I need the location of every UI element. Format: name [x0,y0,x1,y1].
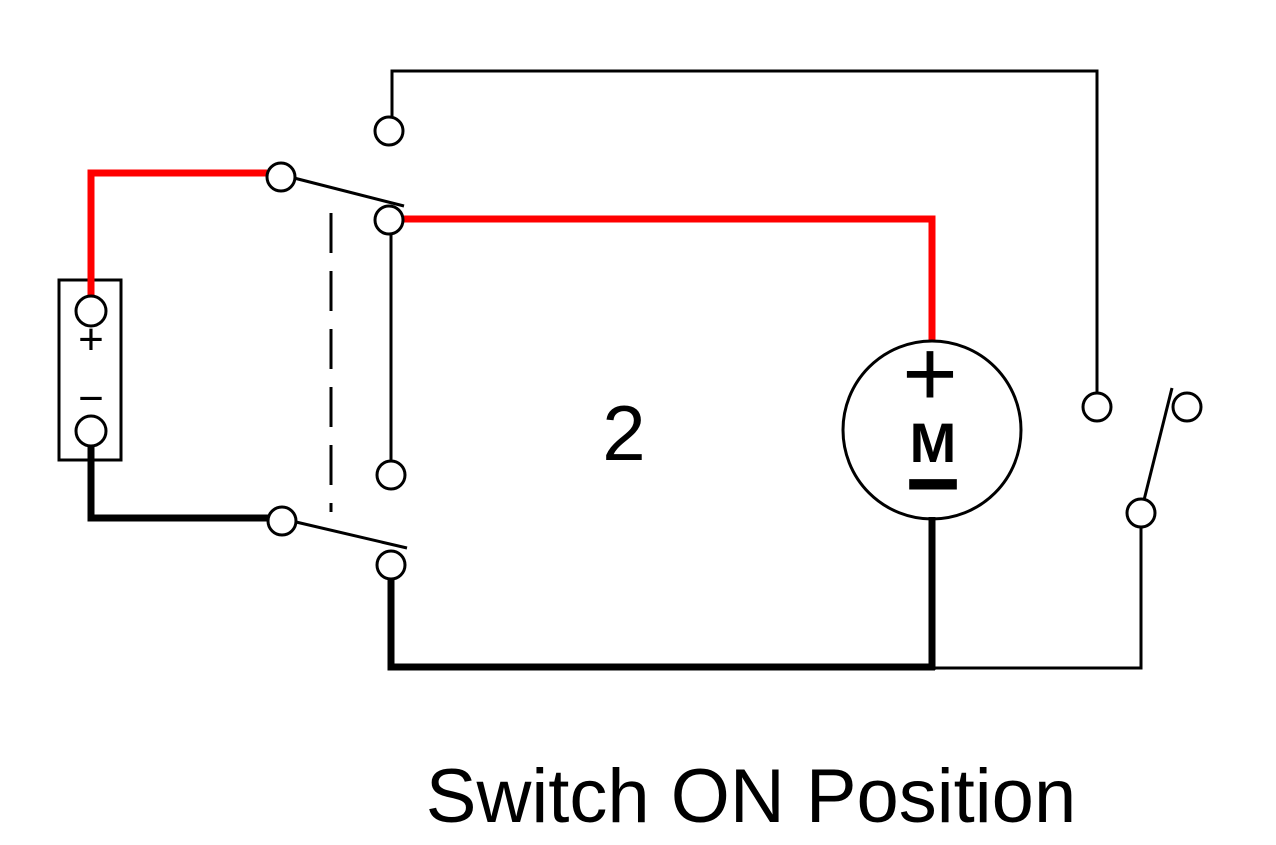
battery-negative-label: − [78,374,104,423]
right-switch-bottom-wire [932,527,1143,670]
battery-negative-wire [87,446,268,522]
battery-positive-wire [87,169,267,296]
diagram-title: Switch ON Position [426,754,1076,839]
lower-left-switch-closed-terminal [375,549,407,581]
motor-label: M [910,411,957,474]
lower-left-switch-top-terminal [375,459,407,491]
motor-negative-label: − [905,431,960,537]
right-switch-right-terminal [1171,391,1203,423]
motor-positive-wire [403,215,936,344]
lower-switch-output-wire [387,579,935,671]
upper-left-switch-closed-terminal [373,204,405,236]
battery-negative-terminal [74,414,108,448]
top-return-wire [390,69,1099,394]
upper-left-switch-pole-terminal [265,161,297,193]
lower-left-switch-pole-terminal [266,505,298,537]
right-switch-blade [1142,387,1174,501]
upper-left-switch-top-terminal [373,115,405,147]
upper-left-switch-blade [293,176,405,208]
battery-positive-label: + [78,315,104,364]
figure-number: 2 [602,389,645,477]
battery-positive-terminal [74,294,108,328]
motor-positive-label: + [902,321,957,427]
right-switch-left-terminal [1081,391,1113,423]
lower-left-switch-blade [295,520,408,550]
right-switch-bottom-terminal [1125,497,1157,529]
